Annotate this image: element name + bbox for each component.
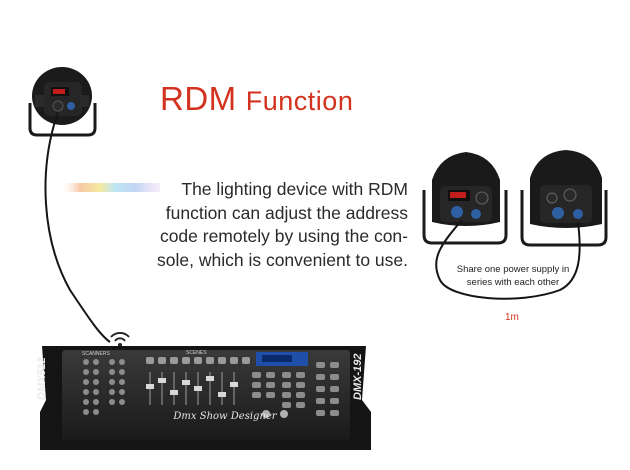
- power-cable-series: [435, 219, 581, 300]
- console-label-right: DMX-192: [352, 353, 364, 400]
- dmx-cable-left: [44, 111, 111, 343]
- title-main: RDM: [160, 80, 237, 117]
- description-line: sole, which is convenient to use.: [157, 249, 408, 270]
- title-sub: Function: [245, 86, 354, 116]
- par-light-left: [28, 67, 97, 137]
- description-line: function can adjust the address: [165, 202, 408, 223]
- wireless-signal-icon: [110, 332, 130, 347]
- console-scanners-label: SCANNERS: [82, 351, 110, 357]
- dmx-console: [40, 346, 371, 450]
- page-title: RDM Function: [160, 80, 400, 118]
- console-label-left: DMX512: [36, 357, 48, 400]
- par-light-right-a: [422, 152, 508, 245]
- cable-length-label: 1m: [505, 312, 519, 323]
- console-brand: Dmx Show Designer: [173, 411, 277, 422]
- description-text: The lighting device with RDM function ca…: [146, 178, 408, 272]
- description-line: code remotely by using the con-: [159, 226, 408, 246]
- console-scenes-label: SCENES: [186, 350, 207, 356]
- description-line: The lighting device with RDM: [181, 179, 408, 199]
- power-supply-note: Share one power supply in series with ea…: [456, 264, 570, 288]
- par-light-right-b: [520, 150, 608, 247]
- light-beam: [60, 183, 160, 192]
